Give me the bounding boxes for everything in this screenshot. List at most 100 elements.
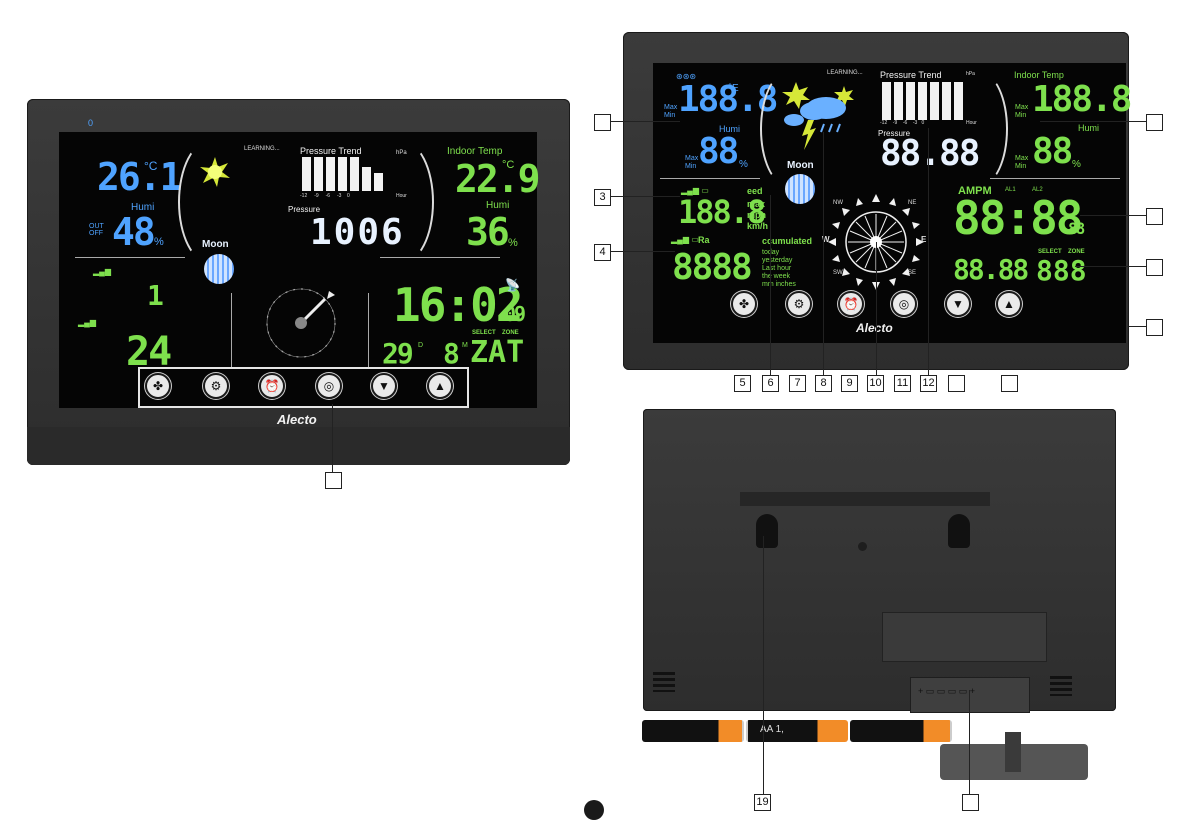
left-alarm-button[interactable]: ⏰ xyxy=(259,373,285,399)
right-outdoor-humi-percent: % xyxy=(739,159,748,170)
right-rain-line-3: Last hour xyxy=(762,265,792,272)
right-wind-value: 188.8 xyxy=(678,193,766,231)
callout-line-tr xyxy=(1040,121,1146,122)
left-hour-label: Hour xyxy=(396,193,407,199)
left-trend-ticks: -12 -9 -6 -3 0 xyxy=(300,193,350,199)
right-min-label-1: Min xyxy=(664,112,676,119)
right-zone-label: ZONE xyxy=(1068,249,1085,255)
right-channel-button[interactable]: ✤ xyxy=(731,291,757,317)
battery-2 xyxy=(746,720,848,742)
right-rain-line-4: the week xyxy=(762,273,791,280)
right-pressure-trend-bars xyxy=(882,82,966,120)
callout-line-battery xyxy=(969,690,970,794)
left-signal-icon-1: ▂▄▆ xyxy=(93,267,111,276)
callout-line-10 xyxy=(876,242,877,375)
arrow-up-icon: ▲ xyxy=(1003,297,1015,311)
left-indoor-temp-label: Indoor Temp xyxy=(447,146,503,157)
left-radio-button[interactable]: ◎ xyxy=(316,373,342,399)
right-humi-label-1: Humi xyxy=(719,124,741,134)
callout-right-top-right xyxy=(1146,114,1163,131)
left-outdoor-temp: 26.1 xyxy=(97,155,183,199)
right-min-label-3: Min xyxy=(1015,112,1027,119)
settings-gear-icon: ⚙ xyxy=(793,297,805,311)
left-settings-button[interactable]: ⚙ xyxy=(203,373,229,399)
rear-center-dot xyxy=(858,542,867,551)
left-pressure-value: 1006 xyxy=(310,212,405,253)
right-down-button[interactable]: ▼ xyxy=(945,291,971,317)
rear-hang-hole-left xyxy=(756,514,778,548)
rear-vent-left xyxy=(653,672,675,692)
channel-icon: ✤ xyxy=(738,297,750,311)
callout-11: 11 xyxy=(894,375,911,392)
right-hpa-label: hPa xyxy=(966,71,975,77)
right-indoor-humi-label: Humi xyxy=(1078,123,1100,133)
left-wind-dial xyxy=(263,285,339,361)
left-button-highlight xyxy=(138,367,469,408)
callout-line-8 xyxy=(823,132,824,375)
right-max-label-1: Max xyxy=(664,104,678,111)
compass-sw: SW xyxy=(833,270,843,276)
left-signal-top: 0 xyxy=(88,118,94,128)
right-date: 88.88 xyxy=(953,253,1029,286)
left-pressure-trend-label: Pressure Trend xyxy=(300,146,362,156)
right-wind-compass xyxy=(826,192,926,292)
right-al1-label: AL1 xyxy=(1005,187,1016,193)
right-min-label-4: Min xyxy=(1015,163,1027,170)
right-wind-line-3: km/h xyxy=(747,221,769,231)
battery-polarity: + ▭ ▭ ▭ ▭ + xyxy=(918,686,976,696)
callout-6: 6 xyxy=(762,375,779,392)
callout-line-19 xyxy=(763,536,764,794)
callout-8: 8 xyxy=(815,375,832,392)
right-settings-button[interactable]: ⚙ xyxy=(786,291,812,317)
left-time: 16:02 xyxy=(393,278,523,332)
channel-icon: ✤ xyxy=(152,379,164,393)
left-weather-station xyxy=(27,99,570,465)
right-indoor-temp: 188.8 xyxy=(1032,79,1132,120)
left-radio-icon: 📡 xyxy=(505,278,520,292)
right-pressure-label: Pressure xyxy=(878,129,911,138)
left-down-button[interactable]: ▼ xyxy=(371,373,397,399)
right-divider-h-right xyxy=(990,178,1120,179)
compass-e: E xyxy=(921,235,927,244)
callout-line-time xyxy=(1080,215,1146,216)
right-divider-h-left xyxy=(660,178,760,179)
alarm-clock-icon: ⏰ xyxy=(843,297,859,311)
left-hpa-label: hPa xyxy=(396,150,407,156)
left-outdoor-humi: 48 xyxy=(112,210,156,254)
left-seconds: 09 xyxy=(504,302,526,326)
left-indoor-humi: 36 xyxy=(466,210,510,254)
right-trend-ticks: -12 -9 -6 -3 0 xyxy=(880,120,925,126)
left-indoor-humi-label: Humi xyxy=(486,200,510,211)
right-wind-line-0: eed xyxy=(747,186,763,196)
callout-12: 12 xyxy=(920,375,937,392)
right-temp-unit-1: °E xyxy=(728,83,739,94)
left-callout-line xyxy=(332,404,333,472)
right-rain-line-2: yesterday xyxy=(762,257,793,264)
left-indoor-temp-unit: °C xyxy=(502,159,515,171)
right-rain-label: Ra xyxy=(698,235,710,245)
arrow-down-icon: ▼ xyxy=(378,379,390,393)
left-month-suffix: M xyxy=(462,342,468,349)
right-rain-line-5: mm inches xyxy=(762,281,796,288)
callout-line-3 xyxy=(610,196,680,197)
right-rain-line-0: ccumulated xyxy=(762,236,813,246)
radio-signal-icon: ◎ xyxy=(323,379,335,393)
compass-nw: NW xyxy=(833,200,843,206)
callout-line-date xyxy=(1075,266,1146,267)
right-center-arc-left xyxy=(760,72,814,186)
left-center-arc-left xyxy=(178,140,242,264)
right-up-button[interactable]: ▲ xyxy=(996,291,1022,317)
callout-up xyxy=(1001,375,1018,392)
left-pressure-label: Pressure xyxy=(288,205,321,214)
right-radio-button[interactable]: ◎ xyxy=(891,291,917,317)
right-pressure-trend-label: Pressure Trend xyxy=(880,70,942,80)
left-channel-button[interactable]: ✤ xyxy=(145,373,171,399)
left-out-label: OUT OFF xyxy=(89,223,104,237)
left-up-button[interactable]: ▲ xyxy=(427,373,453,399)
left-zone-label: ZONE xyxy=(502,330,519,336)
right-al2-label: AL2 xyxy=(1032,187,1043,193)
left-divider-v-1 xyxy=(231,293,232,367)
right-alarm-button[interactable]: ⏰ xyxy=(838,291,864,317)
callout-10: 10 xyxy=(867,375,884,392)
right-time: 88:88 xyxy=(953,191,1083,245)
